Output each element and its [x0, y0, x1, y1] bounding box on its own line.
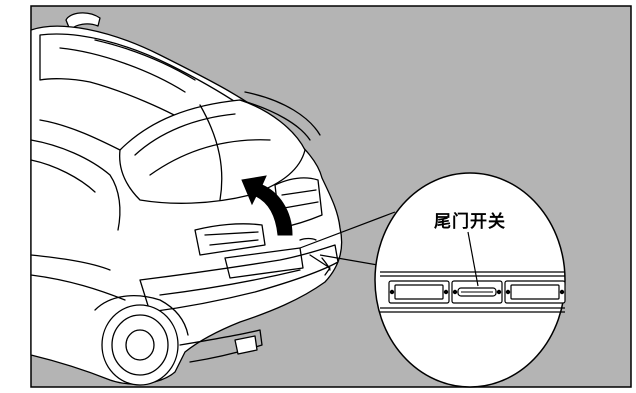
callout-circle: [374, 172, 566, 388]
label-pointer-line: [467, 231, 479, 287]
switch-panel-detail: [380, 271, 566, 313]
tailgate-switch-label: 尾门开关: [434, 212, 506, 232]
tailgate-switch-icon: [451, 280, 503, 304]
vehicle-illustration: [30, 12, 343, 386]
open-direction-arrow: [241, 175, 293, 236]
